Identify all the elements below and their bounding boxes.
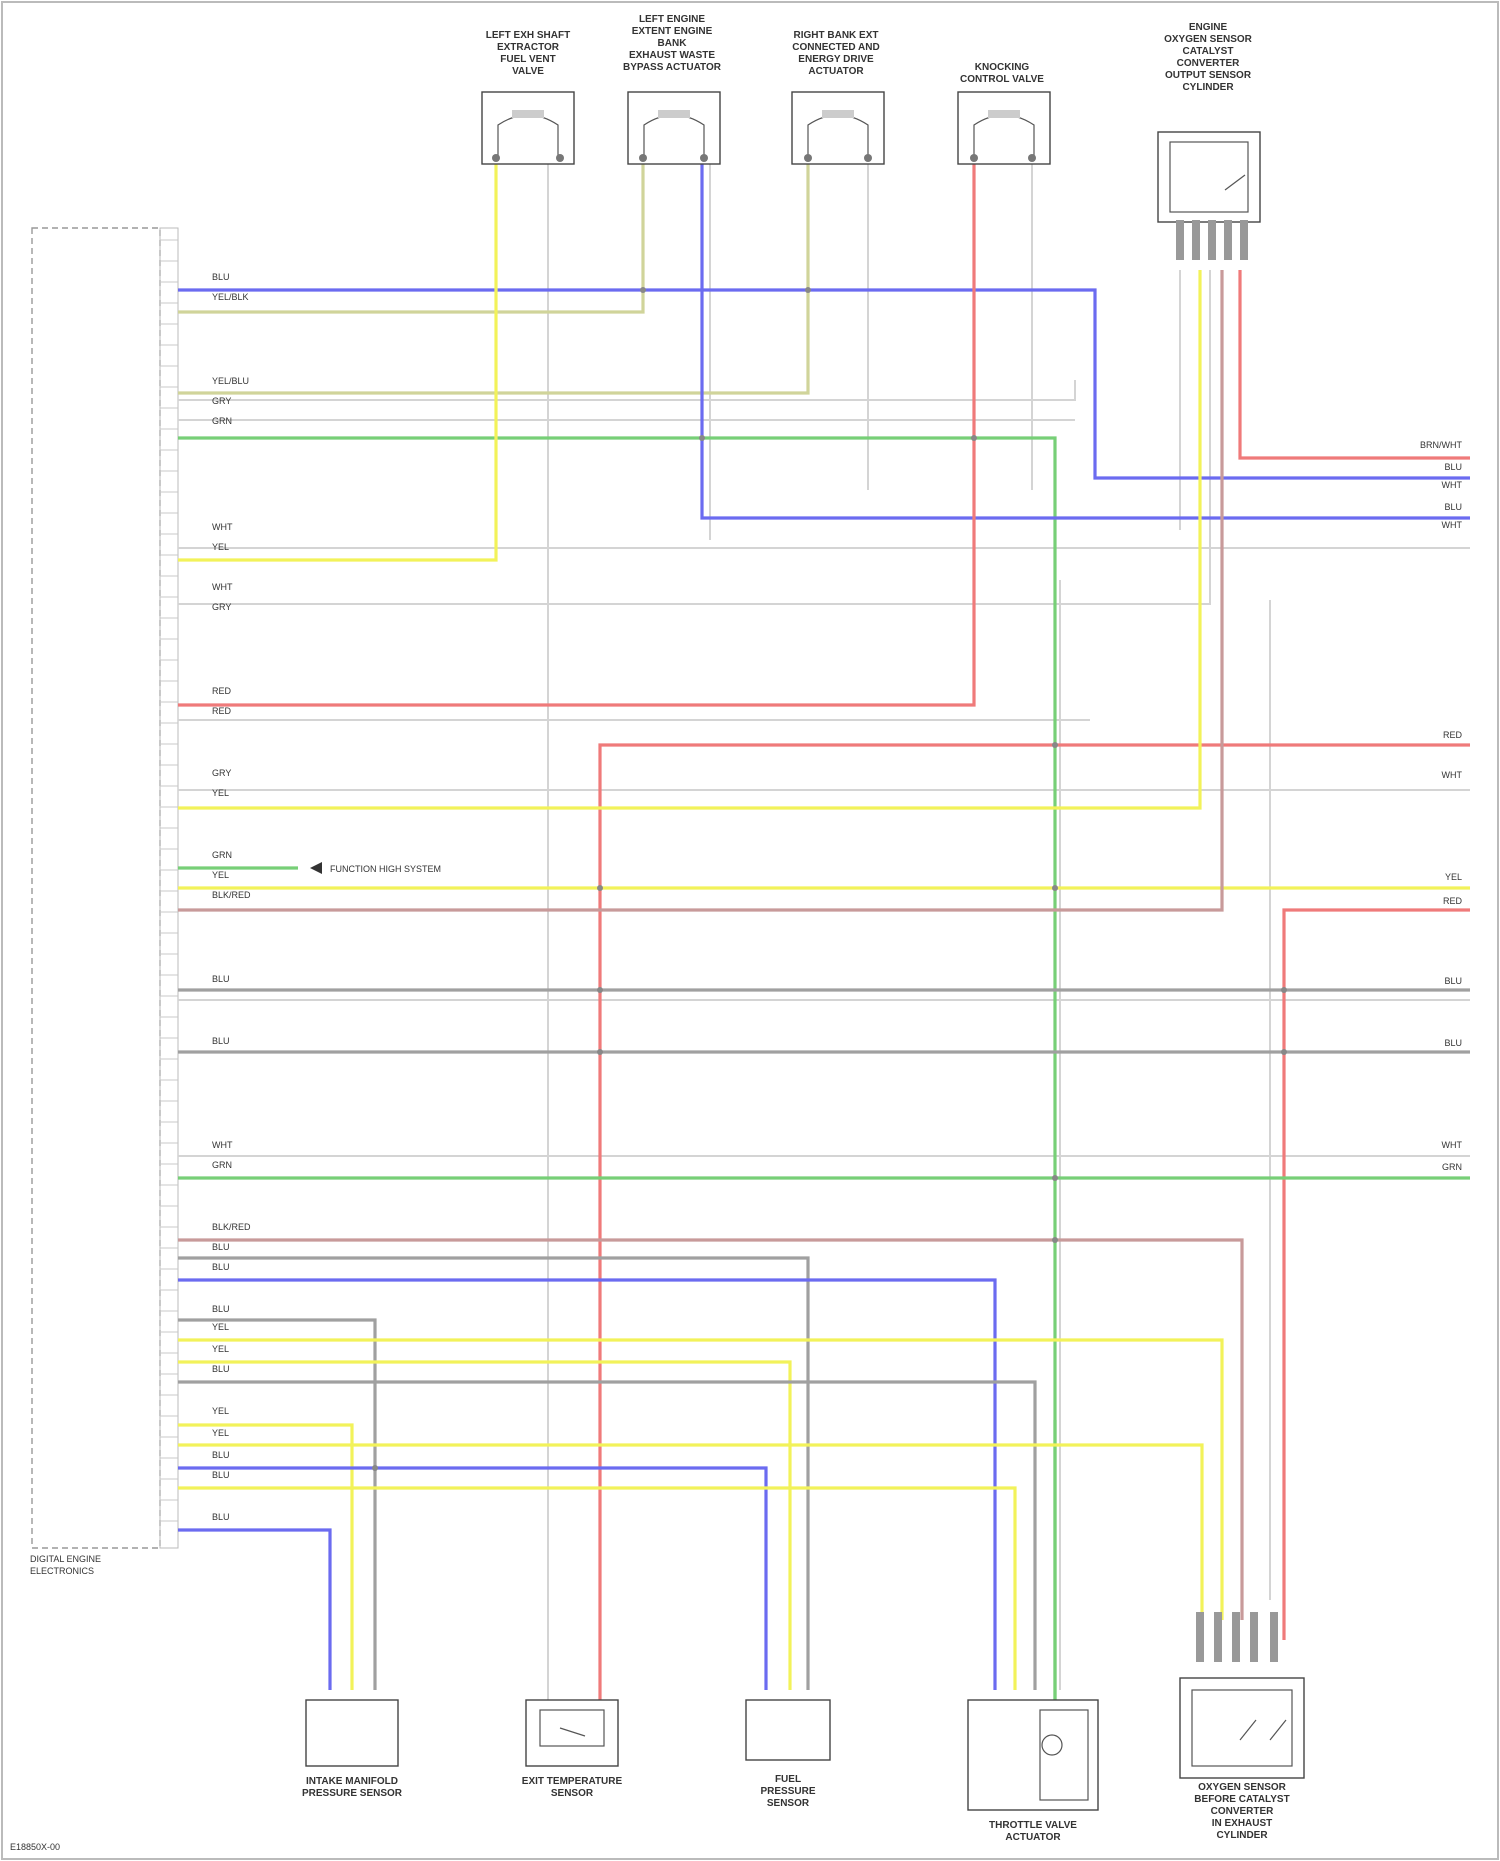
wire-row-label: GRN [212, 850, 232, 860]
wire-row-label: GRY [212, 768, 231, 778]
bottom-component-3-title-3: SENSOR [767, 1798, 810, 1809]
wire-right-label: WHT [1442, 520, 1463, 530]
wire-row-label: YEL [212, 870, 229, 880]
top-component-5-title-5: OUTPUT SENSOR [1165, 70, 1252, 81]
wire-right-label: BLU [1444, 1038, 1462, 1048]
wire-row-label: BLU [212, 1450, 230, 1460]
top-component-5-title-4: CONVERTER [1177, 58, 1241, 69]
top-component-2-title-5: BYPASS ACTUATOR [623, 62, 722, 73]
bottom-component-1-title-2: PRESSURE SENSOR [302, 1788, 403, 1799]
bottom-component-4-title-1: THROTTLE VALVE [989, 1820, 1077, 1831]
wire-right-label: GRN [1442, 1162, 1462, 1172]
bottom-component-5-title-5: CYLINDER [1216, 1830, 1268, 1841]
wire-row-label: YEL/BLU [212, 376, 249, 386]
wire-row-label: WHT [212, 1140, 233, 1150]
bottom-component-3-title-1: FUEL [775, 1774, 801, 1785]
wire-row-label: BLU [212, 272, 230, 282]
top-component-1-title-4: VALVE [512, 66, 544, 77]
bottom-component-2-title-2: SENSOR [551, 1788, 594, 1799]
wire-right-label: BRN/WHT [1420, 440, 1462, 450]
wire-row-label: BLU [212, 1262, 230, 1272]
wire-right-label: RED [1443, 730, 1463, 740]
top-component-3-title-3: ENERGY DRIVE [798, 54, 874, 65]
wire-right-label: RED [1443, 896, 1463, 906]
top-component-4: KNOCKING CONTROL VALVE [958, 62, 1050, 164]
top-component-5-title-3: CATALYST [1183, 46, 1234, 57]
function-note-text: FUNCTION HIGH SYSTEM [330, 864, 441, 874]
wire-row-label: GRN [212, 1160, 232, 1170]
wire-right-label: WHT [1442, 1140, 1463, 1150]
wire-right-label: WHT [1442, 480, 1463, 490]
wire-row-label: BLU [212, 1512, 230, 1522]
top-component-5-title-6: CYLINDER [1182, 82, 1234, 93]
top-component-5-title-2: OXYGEN SENSOR [1164, 34, 1253, 45]
wire-row-label: RED [212, 706, 232, 716]
wire-row-label: WHT [212, 522, 233, 532]
top-component-1-title-1: LEFT EXH SHAFT [486, 30, 570, 41]
top-component-2-title-1: LEFT ENGINE [639, 14, 705, 25]
bottom-component-4-title-2: ACTUATOR [1005, 1832, 1061, 1843]
wire-right-label: BLU [1444, 502, 1462, 512]
wire-right-label: YEL [1445, 872, 1462, 882]
top-component-2-title-3: BANK [658, 38, 688, 49]
top-component-1-title-2: EXTRACTOR [497, 42, 560, 53]
wire-row-label: YEL [212, 1406, 229, 1416]
wire-row-label: YEL [212, 1344, 229, 1354]
wire-row-label: BLU [212, 1470, 230, 1480]
top-component-4-title-1: KNOCKING [975, 62, 1030, 73]
bottom-component-3-title-2: PRESSURE [760, 1786, 815, 1797]
wire-row-label: YEL/BLK [212, 292, 249, 302]
wire-row-label: WHT [212, 582, 233, 592]
top-component-3: RIGHT BANK EXT CONNECTED AND ENERGY DRIV… [792, 30, 884, 164]
wire-row-label: GRY [212, 602, 231, 612]
top-component-1-title-3: FUEL VENT [500, 54, 555, 65]
function-note: FUNCTION HIGH SYSTEM [310, 862, 441, 874]
wire-row-label: BLK/RED [212, 1222, 251, 1232]
wire-row-label: BLU [212, 1364, 230, 1374]
wire-row-label: YEL [212, 788, 229, 798]
top-component-3-title-1: RIGHT BANK EXT [794, 30, 879, 41]
module-title-line1: DIGITAL ENGINE [30, 1554, 101, 1564]
wire-right-label: WHT [1442, 770, 1463, 780]
bottom-component-5-title-1: OXYGEN SENSOR [1198, 1782, 1287, 1793]
top-component-2-title-2: EXTENT ENGINE [632, 26, 713, 37]
bottom-component-5-title-3: CONVERTER [1211, 1806, 1275, 1817]
wire-row-label: BLK/RED [212, 890, 251, 900]
wire-row-label: BLU [212, 974, 230, 984]
wire-row-label: RED [212, 686, 232, 696]
top-component-2-title-4: EXHAUST WASTE [629, 50, 715, 61]
top-component-3-title-2: CONNECTED AND [792, 42, 879, 53]
wire-row-label: YEL [212, 542, 229, 552]
bottom-component-1: INTAKE MANIFOLD PRESSURE SENSOR [302, 1700, 403, 1799]
wire-row-label: YEL [212, 1322, 229, 1332]
bottom-component-5-title-2: BEFORE CATALYST [1194, 1794, 1289, 1805]
footer-code: E18850X-00 [10, 1842, 60, 1852]
wire-row-label: BLU [212, 1242, 230, 1252]
top-component-4-title-2: CONTROL VALVE [960, 74, 1044, 85]
wire-right-label: BLU [1444, 976, 1462, 986]
wire-row-label: BLU [212, 1304, 230, 1314]
wire-row-label: BLU [212, 1036, 230, 1046]
bottom-component-2: EXIT TEMPERATURE SENSOR [522, 1700, 623, 1799]
bottom-component-1-title-1: INTAKE MANIFOLD [306, 1776, 398, 1787]
wire-row-label: YEL [212, 1428, 229, 1438]
module-title-line2: ELECTRONICS [30, 1566, 94, 1576]
top-component-5-title-1: ENGINE [1189, 22, 1228, 33]
bottom-component-2-title-1: EXIT TEMPERATURE [522, 1776, 623, 1787]
top-component-3-title-4: ACTUATOR [808, 66, 864, 77]
wire-row-label: GRY [212, 396, 231, 406]
wire-row-label: GRN [212, 416, 232, 426]
wire-right-label: BLU [1444, 462, 1462, 472]
bottom-component-5-title-4: IN EXHAUST [1212, 1818, 1273, 1829]
